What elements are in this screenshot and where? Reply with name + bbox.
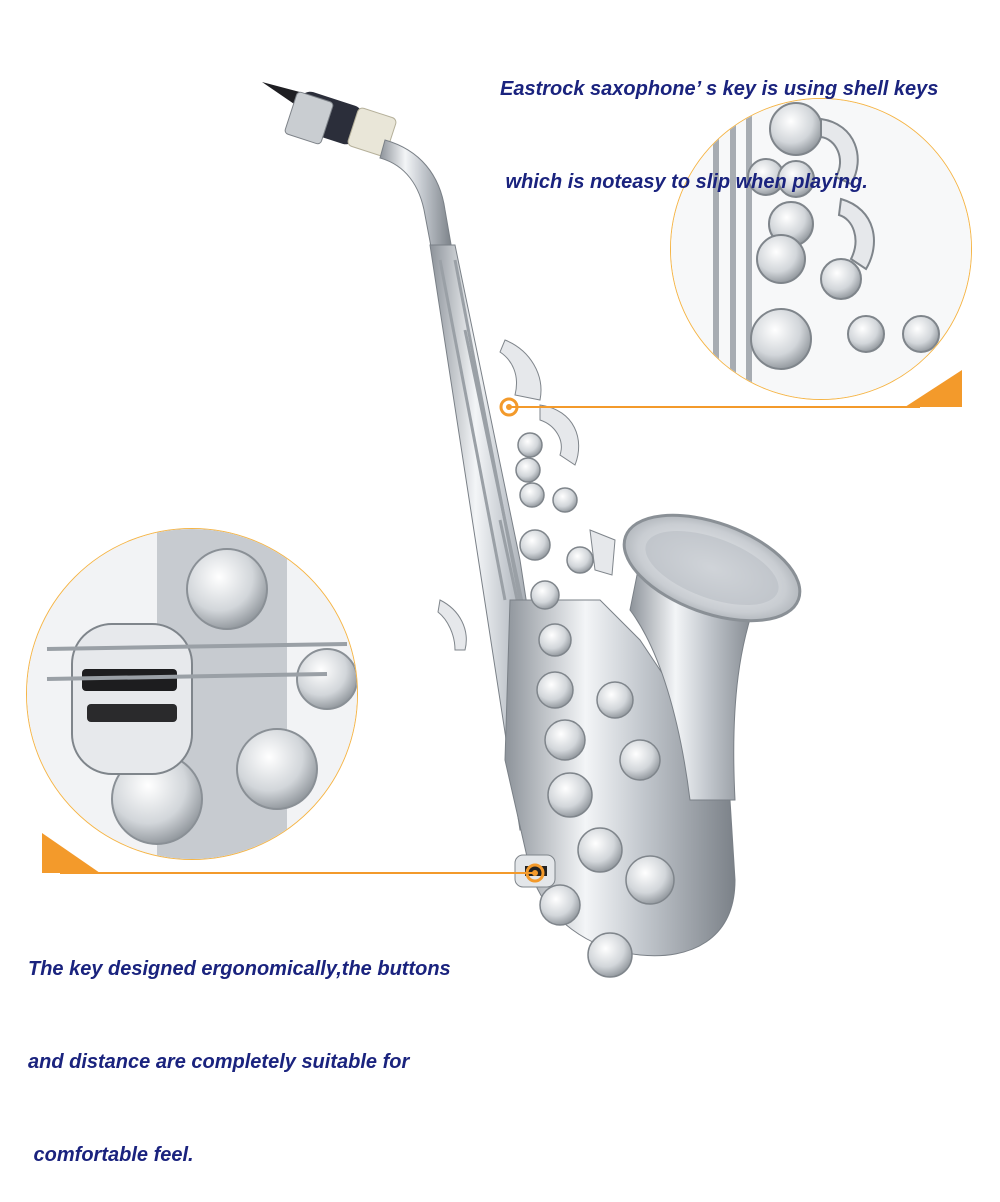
top-caption: Eastrock saxophone’ s key is using shell… — [500, 12, 938, 229]
callout-top — [499, 370, 962, 417]
mouthpiece — [262, 82, 397, 157]
thumb-key-zoom-circle — [26, 528, 358, 860]
bottom-caption-line-2: and distance are completely suitable for — [28, 1051, 410, 1073]
callout-bottom — [42, 833, 545, 883]
shell-keys-zoom-circle — [670, 98, 972, 400]
callout-overlay — [42, 370, 962, 883]
top-caption-line-1: Eastrock saxophone’ s key is using shell… — [500, 78, 939, 100]
bottom-caption-line-3: comfortable feel. — [28, 1144, 194, 1166]
top-caption-line-2: which is noteasy to slip when playing. — [500, 171, 868, 193]
shell-keys-detail — [671, 99, 971, 399]
saxophone-image — [262, 82, 802, 978]
thumb-key-detail — [27, 529, 357, 859]
bottom-caption: The key designed ergonomically,the butto… — [28, 892, 451, 1202]
touch-keys — [437, 339, 616, 651]
bottom-caption-line-1: The key designed ergonomically,the butto… — [28, 958, 451, 980]
key-cups — [515, 432, 675, 978]
